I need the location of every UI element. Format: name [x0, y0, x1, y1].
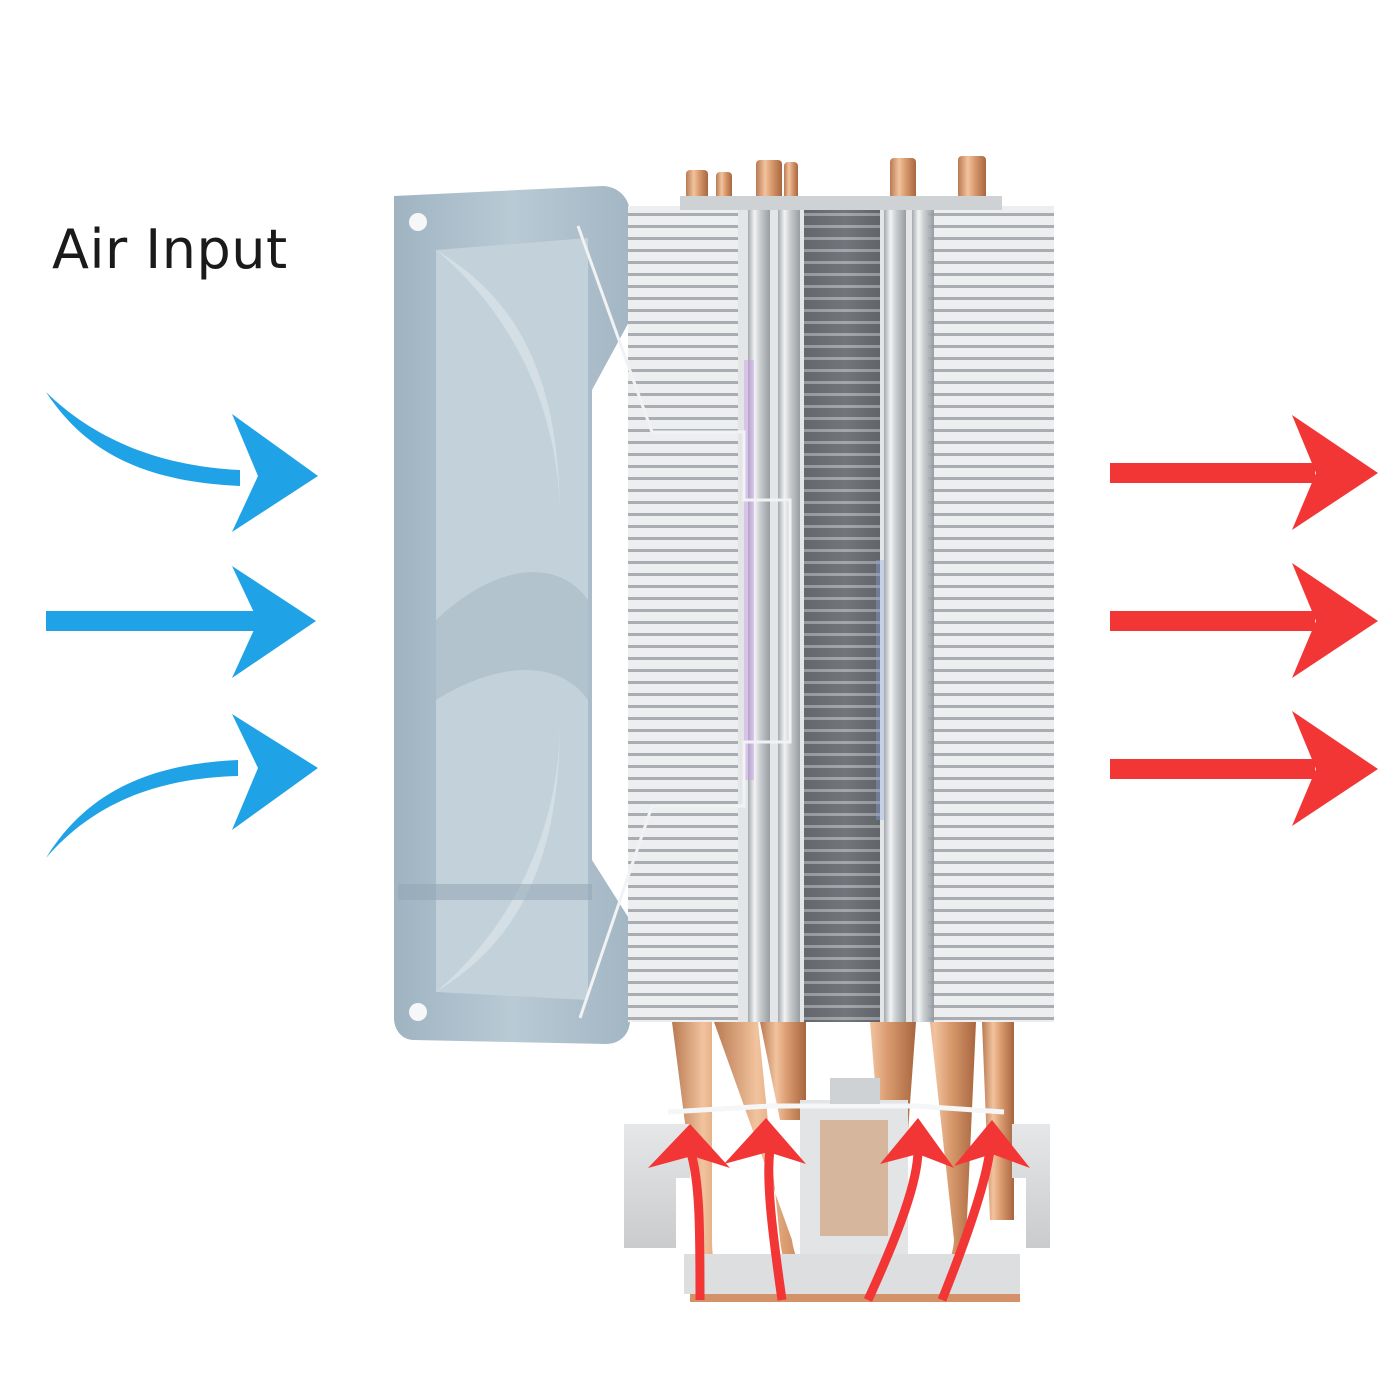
- heat-rise-arrow-1: [685, 1148, 705, 1301]
- heat-rise-arrow-4: [937, 1149, 995, 1302]
- heat-rise-arrow-heads: [648, 1118, 1030, 1168]
- warm-arrow-bottom: [1110, 711, 1378, 826]
- warm-air-arrows: [1110, 415, 1378, 826]
- heatpipe-tips: [680, 156, 1002, 210]
- warm-arrow-top: [1110, 415, 1378, 530]
- fan: [394, 186, 630, 1044]
- cool-arrow-middle: [46, 566, 316, 678]
- cool-arrow-bottom: [46, 714, 318, 858]
- fan-clip-wires: [576, 225, 792, 1019]
- heatsink: [628, 206, 1054, 1022]
- heat-rise-arrow-3: [863, 1149, 923, 1302]
- mounting-base: [624, 1078, 1050, 1294]
- cool-arrow-top: [46, 392, 318, 532]
- heat-rise-arrow-2: [764, 1149, 787, 1301]
- warm-arrow-middle: [1110, 563, 1378, 678]
- cool-air-arrows: [46, 392, 318, 858]
- air-input-caption: Air Input: [52, 218, 288, 281]
- heat-rise-arrows: [685, 1148, 995, 1302]
